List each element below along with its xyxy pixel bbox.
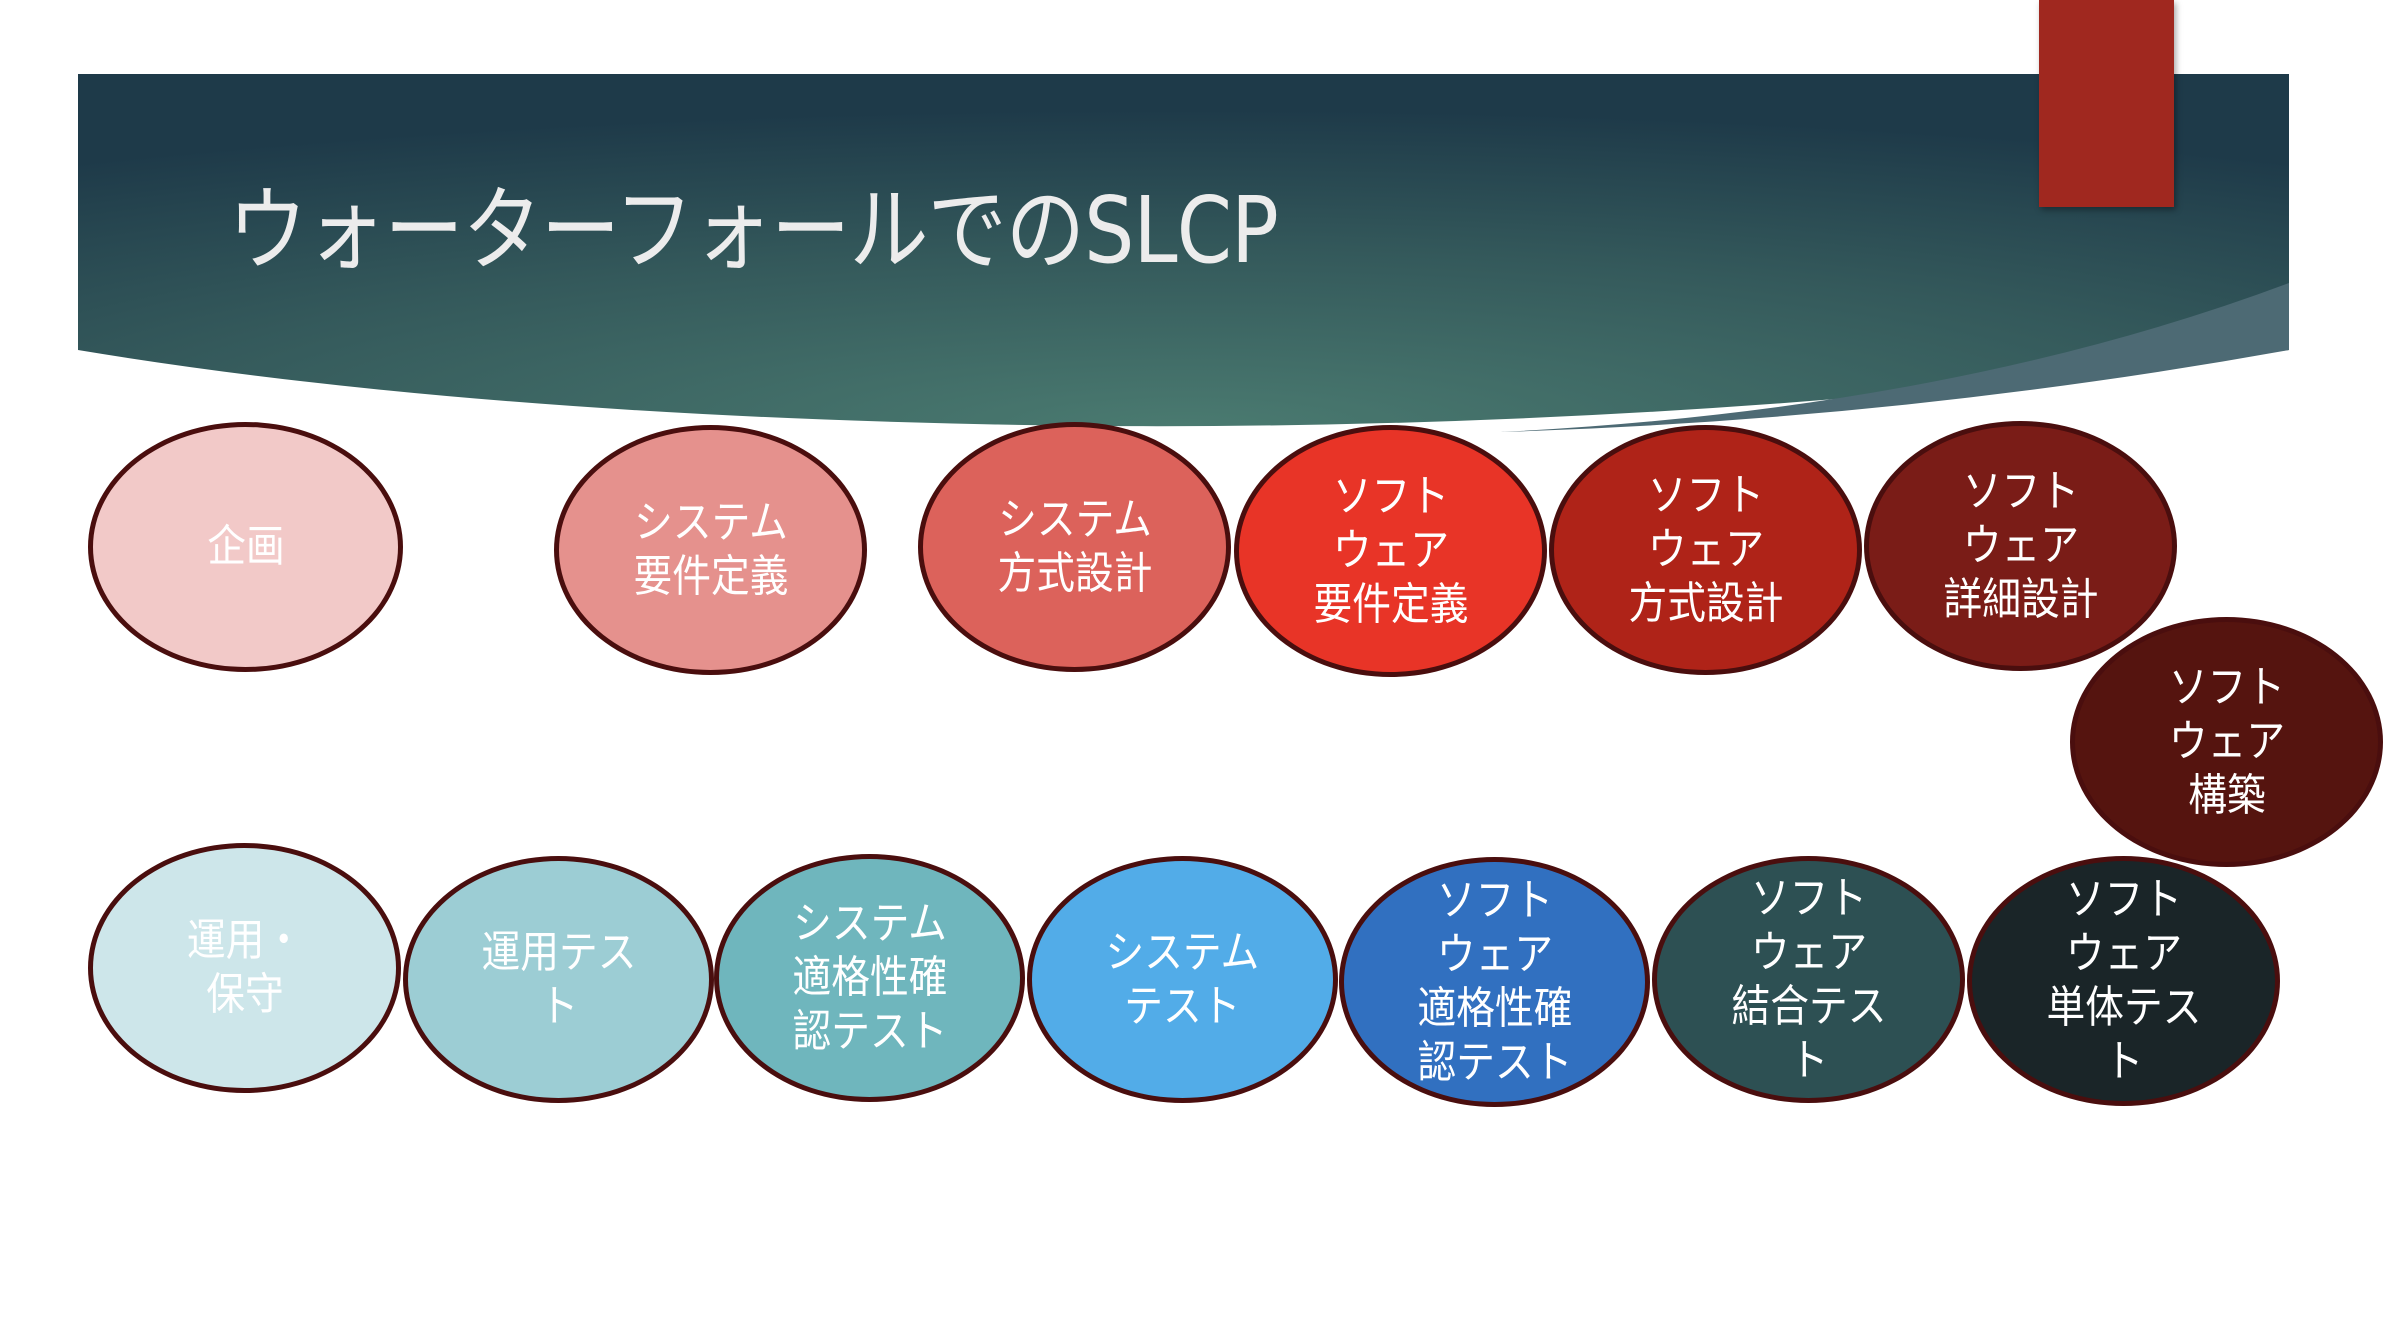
process-node-label: ソフト ウェア 要件定義 (1313, 471, 1468, 630)
process-node-label: 運用・ 保守 (186, 915, 303, 1020)
process-node-sw-unit-test[interactable]: ソフト ウェア 単体テス ト (1967, 856, 2280, 1106)
process-node-label: システム 適格性確 認テスト (792, 898, 947, 1057)
process-node-ops-test[interactable]: 運用テス ト (403, 856, 714, 1103)
title-banner (78, 74, 2289, 432)
process-node-sys-req[interactable]: システム 要件定義 (554, 425, 867, 675)
process-node-kikaku[interactable]: 企画 (88, 422, 403, 672)
process-node-sys-qual-test[interactable]: システム 適格性確 認テスト (714, 854, 1025, 1102)
process-node-label: 運用テス ト (481, 926, 636, 1032)
process-node-sw-detail[interactable]: ソフト ウェア 詳細設計 (1864, 421, 2177, 671)
accent-bar (2039, 0, 2174, 207)
process-node-label: ソフト ウェア 詳細設計 (1943, 466, 2098, 625)
process-node-label: システム 要件定義 (633, 497, 788, 602)
process-node-label: ソフト ウェア 方式設計 (1628, 470, 1783, 629)
process-node-label: ソフト ウェア 適格性確 認テスト (1417, 875, 1572, 1088)
process-node-sys-test[interactable]: システム テスト (1027, 856, 1338, 1103)
process-node-label: システム テスト (1105, 926, 1260, 1032)
process-node-sw-req[interactable]: ソフト ウェア 要件定義 (1234, 425, 1547, 677)
process-node-label: ソフト ウェア 構築 (2168, 662, 2285, 821)
slide-title: ウォーターフォールでのSLCP (228, 177, 1279, 284)
process-node-sw-build[interactable]: ソフト ウェア 構築 (2070, 617, 2383, 867)
process-node-sys-arch[interactable]: システム 方式設計 (918, 422, 1231, 672)
process-node-label: ソフト ウェア 単体テス ト (2046, 874, 2201, 1087)
process-node-sw-integ-test[interactable]: ソフト ウェア 結合テス ト (1652, 856, 1965, 1103)
process-node-label: 企画 (206, 521, 285, 572)
process-node-sw-arch[interactable]: ソフト ウェア 方式設計 (1549, 425, 1862, 675)
process-node-label: ソフト ウェア 結合テス ト (1731, 872, 1886, 1086)
process-node-label: システム 方式設計 (997, 494, 1152, 599)
process-node-ops[interactable]: 運用・ 保守 (88, 843, 401, 1093)
process-node-sw-qual-test[interactable]: ソフト ウェア 適格性確 認テスト (1339, 857, 1650, 1107)
